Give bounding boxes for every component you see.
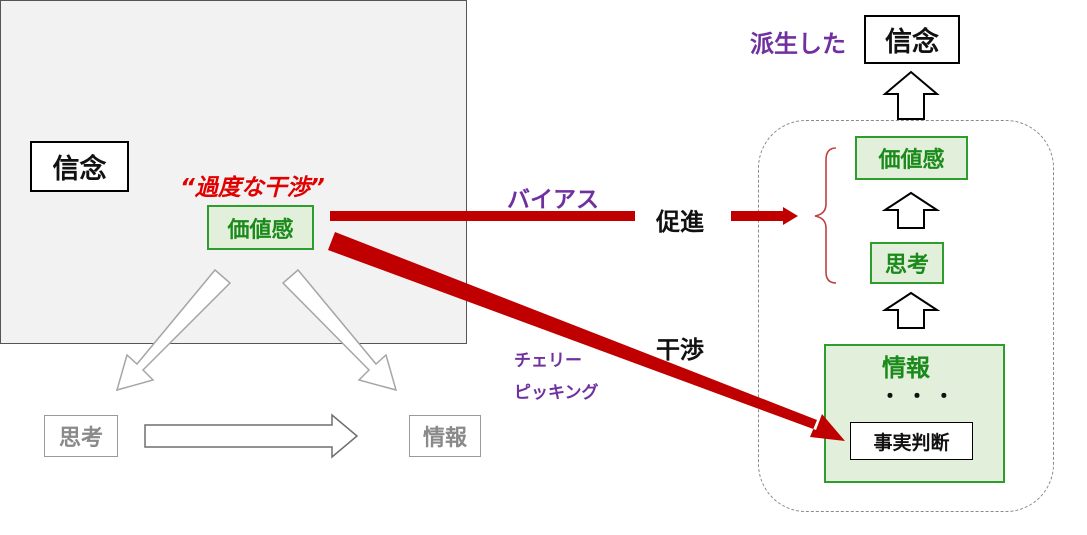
promote-arrow xyxy=(731,207,798,225)
right-info-label: 情報 xyxy=(882,354,930,382)
fact-judgement-box: 事実判断 xyxy=(850,422,973,460)
gray-arrow-value-to-info xyxy=(281,268,398,392)
derived-belief-box: 信念 xyxy=(864,15,960,64)
right-thinking-box: 思考 xyxy=(870,242,944,284)
interfere-label: 干渉 xyxy=(656,336,704,364)
up-arrow-to-thinking xyxy=(881,291,941,329)
left-value-box: 価値感 xyxy=(207,205,314,250)
excessive-interference-label: “過度な干渉” xyxy=(180,175,325,201)
gray-arrow-thinking-to-info xyxy=(144,413,359,459)
left-info-box: 情報 xyxy=(409,415,481,457)
bias-line xyxy=(330,211,635,221)
promote-label: 促進 xyxy=(656,208,704,236)
up-arrow-to-belief xyxy=(882,70,940,120)
cherry-picking-line2: ピッキング xyxy=(514,383,599,403)
bias-label: バイアス xyxy=(507,187,599,213)
interference-arrow xyxy=(328,232,845,441)
right-value-box: 価値感 xyxy=(855,136,968,180)
derived-label: 派生した xyxy=(750,30,846,58)
left-thinking-box: 思考 xyxy=(44,415,118,457)
cherry-picking-line1: チェリー xyxy=(514,351,582,371)
info-ellipsis: ・ ・ ・ xyxy=(880,384,954,408)
derived-process-region xyxy=(758,120,1054,512)
red-brace xyxy=(814,147,837,284)
gray-arrow-value-to-thinking xyxy=(115,268,232,392)
up-arrow-to-value xyxy=(881,191,941,229)
left-belief-box: 信念 xyxy=(30,141,129,192)
